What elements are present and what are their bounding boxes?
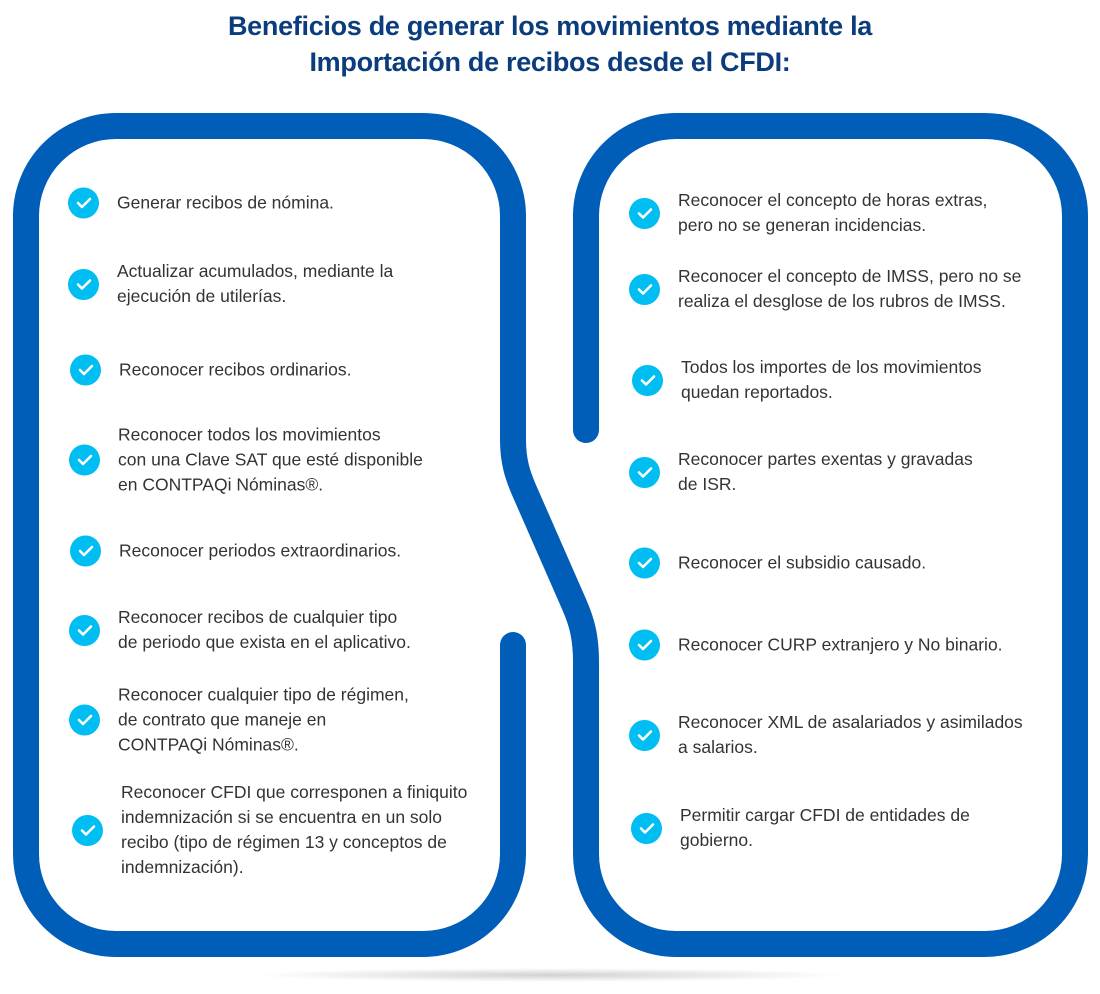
benefit-item: Reconocer cualquier tipo de régimen, de …: [69, 683, 409, 758]
title-line-1: Beneficios de generar los movimientos me…: [227, 11, 872, 41]
check-circle-icon: [629, 197, 660, 229]
benefit-item: Reconocer todos los movimientos con una …: [69, 423, 423, 498]
benefit-text: Reconocer XML de asalariados y asimilado…: [678, 712, 1023, 757]
benefit-text: Reconocer el subsidio causado.: [678, 552, 927, 573]
benefit-text: Reconocer cualquier tipo de régimen, de …: [118, 684, 409, 755]
benefit-text: Reconocer recibos ordinarios.: [119, 359, 352, 380]
benefit-text: Actualizar acumulados, mediante la ejecu…: [117, 261, 394, 306]
check-circle-icon: [72, 814, 103, 846]
benefit-item: Reconocer CFDI que corresponen a finiqui…: [72, 780, 467, 880]
check-circle-icon: [68, 187, 99, 219]
benefit-item: Reconocer el concepto de horas extras, p…: [629, 188, 987, 238]
benefit-text: Reconocer CFDI que corresponen a finiqui…: [121, 782, 468, 877]
benefit-text: Todos los importes de los movimientos qu…: [681, 357, 982, 402]
check-circle-icon: [69, 444, 100, 476]
check-circle-icon: [69, 704, 100, 736]
title-line-2: Importación de recibos desde el CFDI:: [309, 47, 791, 77]
check-circle-icon: [629, 719, 660, 751]
benefit-item: Reconocer recibos de cualquier tipo de p…: [69, 605, 411, 655]
benefit-item: Reconocer el concepto de IMSS, pero no s…: [629, 264, 1021, 314]
frame-path: [13, 113, 1088, 957]
check-circle-icon: [69, 614, 100, 646]
benefit-text: Reconocer partes exentas y gravadas de I…: [678, 449, 973, 494]
bottom-shadow: [250, 968, 850, 982]
benefit-item: Generar recibos de nómina.: [68, 187, 334, 219]
benefit-item: Reconocer CURP extranjero y No binario.: [629, 629, 1003, 661]
benefit-text: Reconocer todos los movimientos con una …: [118, 424, 423, 495]
benefit-item: Reconocer el subsidio causado.: [629, 547, 927, 579]
check-circle-icon: [70, 535, 101, 567]
benefit-item: Todos los importes de los movimientos qu…: [632, 355, 982, 405]
check-circle-icon: [629, 273, 660, 305]
check-circle-icon: [629, 456, 660, 488]
benefit-item: Reconocer partes exentas y gravadas de I…: [629, 447, 973, 497]
check-circle-icon: [629, 629, 660, 661]
benefit-text: Reconocer el concepto de IMSS, pero no s…: [678, 266, 1022, 311]
benefit-item: Reconocer XML de asalariados y asimilado…: [629, 710, 1023, 760]
benefit-item: Reconocer periodos extraordinarios.: [70, 535, 402, 567]
benefit-text: Reconocer periodos extraordinarios.: [119, 540, 402, 561]
benefit-text: Reconocer el concepto de horas extras, p…: [678, 190, 988, 235]
benefit-item: Actualizar acumulados, mediante la ejecu…: [68, 259, 393, 309]
benefit-item: Reconocer recibos ordinarios.: [70, 354, 352, 386]
benefit-text: Permitir cargar CFDI de entidades de gob…: [680, 805, 970, 850]
benefit-text: Reconocer CURP extranjero y No binario.: [678, 634, 1003, 655]
benefit-item: Permitir cargar CFDI de entidades de gob…: [631, 803, 970, 853]
check-circle-icon: [70, 354, 101, 386]
page-title: Beneficios de generar los movimientos me…: [0, 8, 1100, 80]
benefit-text: Reconocer recibos de cualquier tipo de p…: [118, 607, 411, 652]
check-circle-icon: [632, 364, 663, 396]
check-circle-icon: [629, 547, 660, 579]
check-circle-icon: [631, 812, 662, 844]
benefit-text: Generar recibos de nómina.: [117, 192, 334, 213]
check-circle-icon: [68, 268, 99, 300]
